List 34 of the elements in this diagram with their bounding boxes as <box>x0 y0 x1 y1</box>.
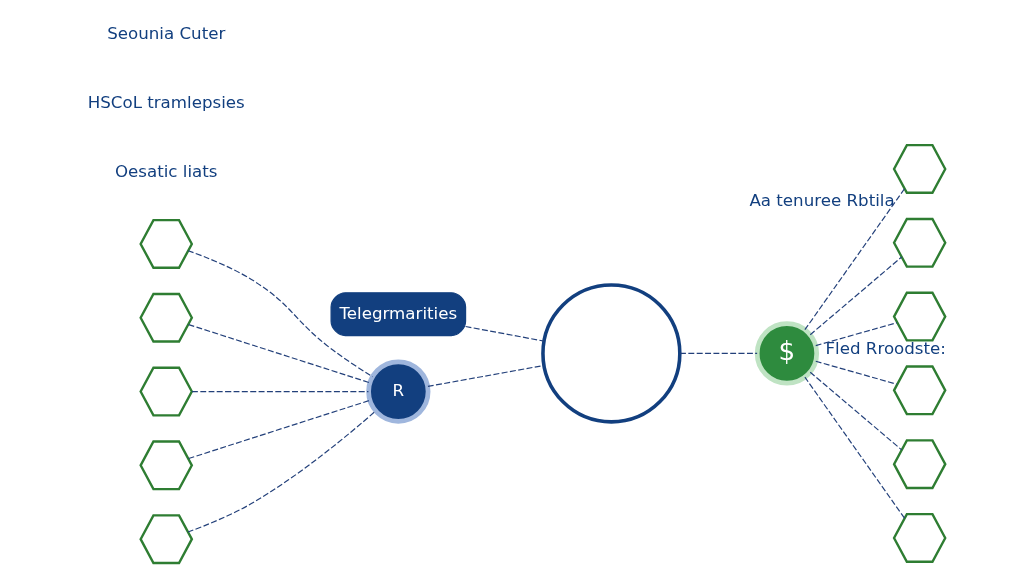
node-hexagon <box>892 439 947 490</box>
node-hexagon <box>139 514 194 565</box>
node-hexagon <box>892 144 947 194</box>
node-label: Aa tenuree Rbtila <box>749 191 895 211</box>
connector <box>188 323 371 384</box>
connector <box>679 352 758 355</box>
node-hexagon <box>892 365 947 416</box>
connector <box>427 364 545 387</box>
node-hexagon <box>139 440 194 491</box>
node-hexagon <box>139 218 194 269</box>
node-hexagon <box>139 292 194 343</box>
node-hexagon <box>139 366 194 417</box>
node-circle <box>541 283 682 424</box>
label: Seounia Cuter <box>107 23 226 43</box>
node-hexagon <box>892 217 947 268</box>
node-circle: $ <box>754 321 820 386</box>
connector <box>191 390 370 393</box>
connector <box>187 250 373 378</box>
connector <box>809 256 903 336</box>
connector <box>188 399 371 460</box>
connector <box>187 410 377 533</box>
connector <box>815 322 898 347</box>
label: HSCoL tramlepsies <box>87 92 245 112</box>
connector <box>804 188 906 331</box>
connector <box>804 376 906 519</box>
label: Oesatic liats <box>114 161 218 181</box>
connector <box>815 360 898 385</box>
node-circle: R <box>366 359 431 424</box>
node-hexagon <box>892 512 947 563</box>
node-box: Telegrmarities <box>330 292 467 337</box>
connector <box>465 325 545 342</box>
connector <box>809 371 903 451</box>
node-hexagon <box>892 291 947 342</box>
node-label: Fled Rroodste: <box>825 338 946 358</box>
